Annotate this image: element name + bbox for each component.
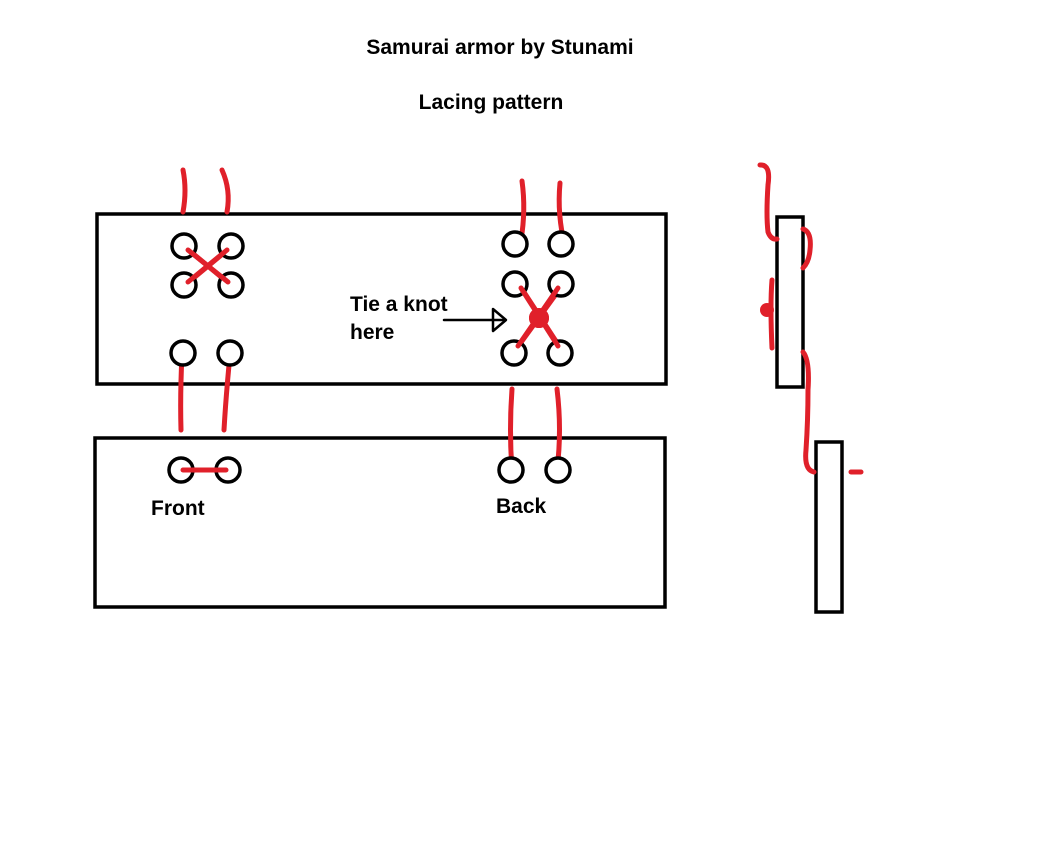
- front-holes: [167, 232, 245, 484]
- front-lace-cross-b-over: [185, 247, 230, 285]
- hole-back-upper-6: [546, 339, 574, 367]
- side-lace-top-outer: [757, 162, 780, 242]
- front-lace-top-right: [219, 167, 231, 215]
- lower-plate: [93, 436, 667, 609]
- side-view-lacing: [757, 162, 864, 475]
- side-view-upper-plate: [775, 215, 805, 389]
- knot-label-line1: Tie a knot: [350, 293, 448, 316]
- knot-arrow-head: [491, 307, 508, 333]
- back-holes: [497, 230, 575, 484]
- front-lace-top-left: [180, 167, 188, 215]
- back-lace-top-left: [518, 178, 527, 243]
- front-label: Front: [151, 497, 205, 520]
- diagram-subtitle: Lacing pattern: [419, 91, 564, 114]
- hole-back-upper-2: [547, 230, 575, 258]
- side-knot-mark: [760, 303, 774, 317]
- side-lace-bridge: [800, 349, 817, 475]
- over-hole-lacing: [180, 247, 561, 473]
- upper-plate: [95, 212, 668, 386]
- side-lace-top-inner: [800, 226, 813, 271]
- side-view-lower-plate: [814, 440, 844, 614]
- knot-arrow: [442, 307, 508, 333]
- hole-back-upper-5: [500, 339, 528, 367]
- diagram-title: Samurai armor by Stunami: [366, 36, 633, 59]
- hole-back-lower-2: [544, 456, 572, 484]
- knot-mark-over: [529, 308, 549, 328]
- hole-front-upper-6: [216, 339, 244, 367]
- hole-front-upper-5: [169, 339, 197, 367]
- hole-back-upper-1: [501, 230, 529, 258]
- hole-back-lower-1: [497, 456, 525, 484]
- knot-label-line2: here: [350, 321, 394, 344]
- back-label: Back: [496, 495, 547, 518]
